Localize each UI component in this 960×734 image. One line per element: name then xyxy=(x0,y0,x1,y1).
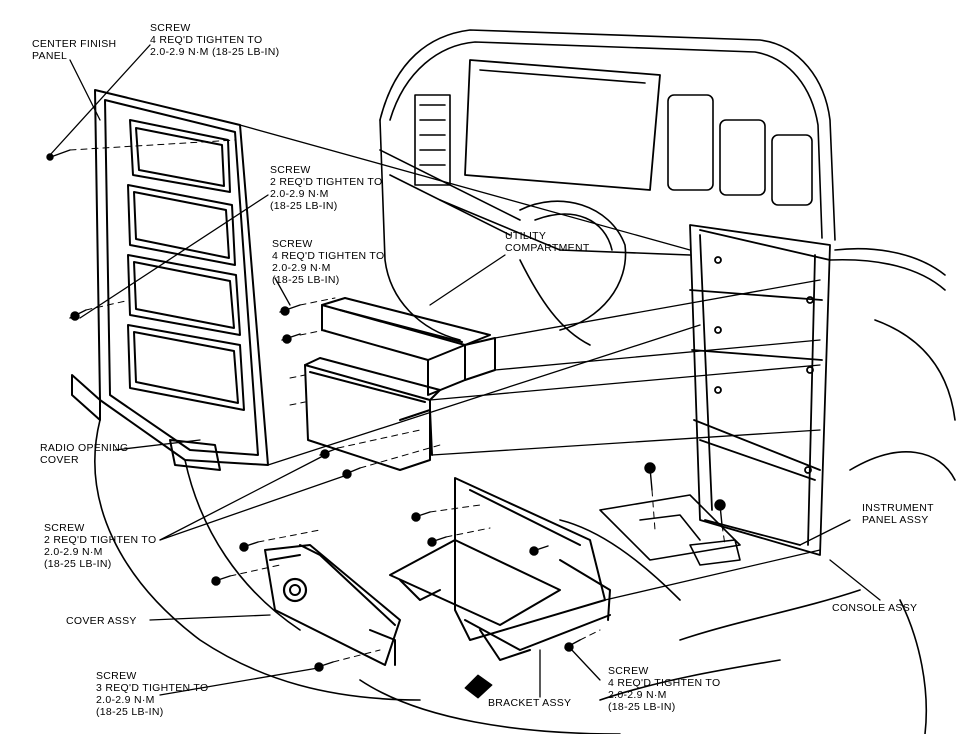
label-screw-4-middle: SCREW 4 REQ'D TIGHTEN TO 2.0-2.9 N·m (18… xyxy=(272,238,385,286)
screw-icon xyxy=(564,639,581,652)
screw-icons xyxy=(46,149,726,672)
label-instrument-panel-assy: INSTRUMENT PANEL ASSY xyxy=(862,502,934,526)
screw-icon xyxy=(427,536,447,547)
radio-opening-cover-box xyxy=(304,357,441,471)
label-center-finish-panel: CENTER FINISH PANEL xyxy=(32,38,117,62)
label-screw-3: SCREW 3 REQ'D TIGHTEN TO 2.0-2.9 N·m (18… xyxy=(96,670,209,718)
vehicle-interior-outline xyxy=(94,29,956,734)
label-bracket-assy: BRACKET ASSY xyxy=(488,697,572,709)
label-cover-assy: COVER ASSY xyxy=(66,615,137,627)
cover-assy xyxy=(264,544,401,666)
label-radio-opening-cover: RADIO OPENING COVER xyxy=(40,442,129,466)
screw-icon xyxy=(239,541,259,552)
utility-compartment xyxy=(321,297,496,396)
instrument-panel-frame xyxy=(689,224,831,556)
clip xyxy=(464,674,493,699)
screw-icon xyxy=(411,511,431,522)
center-finish-panel xyxy=(71,89,269,471)
label-utility-compartment: UTILITY COMPARTMENT xyxy=(505,230,590,254)
screw-icon xyxy=(281,333,301,344)
screw-icon xyxy=(279,304,301,316)
perspective-lines xyxy=(239,124,821,601)
screw-icon xyxy=(69,309,87,321)
label-console-assy: CONSOLE ASSY xyxy=(832,602,918,614)
bracket-assy xyxy=(389,477,611,661)
alignment-lines xyxy=(69,139,726,663)
screw-icon xyxy=(644,462,656,491)
console-bracket xyxy=(559,494,741,601)
label-screw-top: SCREW 4 REQ'D TIGHTEN TO 2.0-2.9 N·m (18… xyxy=(150,22,280,58)
screw-icon xyxy=(314,661,334,672)
label-screw-4-bottom: SCREW 4 REQ'D TIGHTEN TO 2.0-2.9 N·m (18… xyxy=(608,665,721,713)
leader-lines xyxy=(49,44,881,698)
label-screw-2-upper: SCREW 2 REQ'D TIGHTEN TO 2.0-2.9 N·m (18… xyxy=(270,164,383,212)
screw-icon xyxy=(211,575,231,586)
screw-icon xyxy=(714,499,726,526)
screw-icon xyxy=(342,467,361,479)
screw-icon xyxy=(46,149,71,161)
label-screw-2-lower: SCREW 2 REQ'D TIGHTEN TO 2.0-2.9 N·m (18… xyxy=(44,522,157,570)
screw-icon xyxy=(529,545,549,556)
